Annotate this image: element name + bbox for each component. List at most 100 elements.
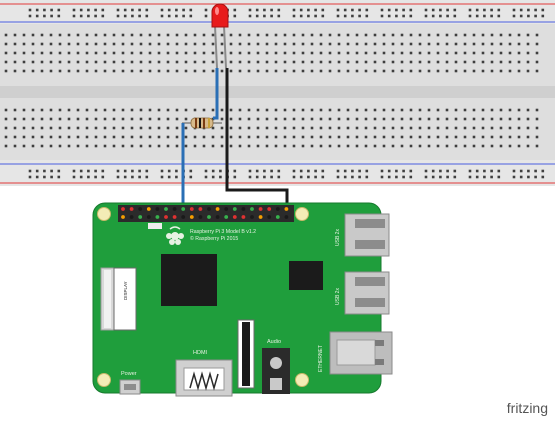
gpio-pin [164,215,168,219]
breadboard-hole [182,8,185,12]
breadboard-hole [439,175,442,179]
breadboard-hole [427,135,431,139]
breadboard-hole [148,51,152,55]
breadboard-hole [238,126,242,130]
breadboard-hole [94,14,97,18]
gpio-pin [250,207,254,211]
breadboard-hole [436,117,440,121]
breadboard-hole [508,117,512,121]
breadboard-hole [400,33,404,37]
breadboard-hole [28,169,32,173]
breadboard-hole [481,33,485,37]
breadboard-hole [373,69,377,73]
breadboard-hole [481,126,485,130]
breadboard-hole [445,33,449,37]
breadboard-hole [541,8,545,12]
breadboard-hole [310,42,314,46]
breadboard-hole [292,69,296,73]
breadboard-hole [373,42,377,46]
breadboard-hole [94,175,97,179]
breadboard-hole [101,8,105,12]
breadboard-hole [508,108,512,112]
breadboard-hole [299,169,303,173]
breadboard-hole [409,14,413,18]
breadboard-hole [427,60,431,64]
breadboard-hole [175,117,179,121]
breadboard-hole [475,169,479,173]
breadboard-hole [31,51,35,55]
gpio-pin [198,207,203,211]
breadboard-hole [409,69,413,73]
led-highlight [215,7,219,15]
breadboard-hole [468,8,472,12]
breadboard-hole [534,14,537,18]
breadboard-hole [277,14,281,18]
breadboard-hole [382,144,386,148]
breadboard-hole [427,33,431,37]
gpio-pin [198,215,203,219]
breadboard-hole [490,135,494,139]
breadboard-hole [28,175,32,179]
breadboard-hole [28,14,32,18]
breadboard-hole [321,175,325,179]
breadboard-hole [256,69,260,73]
breadboard-hole [454,51,458,55]
breadboard-hole [277,169,281,173]
breadboard-hole [13,51,17,55]
breadboard-hole [454,135,458,139]
breadboard-hole [481,69,485,73]
breadboard-hole [145,8,149,12]
breadboard-hole [94,33,98,37]
gpio-pin [224,207,229,211]
breadboard-hole [166,51,170,55]
breadboard-hole [373,51,377,55]
breadboard-hole [445,69,449,73]
breadboard-hole [409,126,413,130]
breadboard-hole [526,117,530,121]
breadboard-hole [40,60,44,64]
breadboard-hole [49,126,53,130]
breadboard-hole [346,69,350,73]
breadboard-hole [4,126,8,130]
breadboard-hole [40,144,44,148]
breadboard-hole [364,60,368,64]
breadboard-hole [472,42,476,46]
gpio-pin [181,207,186,211]
breadboard-hole [121,117,125,121]
breadboard-hole [319,42,323,46]
breadboard-hole [256,135,260,139]
breadboard-hole [283,60,287,64]
breadboard-hole [373,33,377,37]
breadboard-hole [299,175,303,179]
breadboard-hole [526,69,530,73]
breadboard-hole [283,144,287,148]
breadboard-hole [85,42,89,46]
breadboard-hole [238,42,242,46]
breadboard-hole [319,51,323,55]
breadboard-hole [211,169,215,173]
gpio-pin [275,207,280,211]
breadboard-hole [175,175,178,179]
breadboard-hole [468,169,472,173]
breadboard-hole [517,135,521,139]
gpio-pin [189,215,194,219]
breadboard-hole [256,126,260,130]
breadboard-hole [130,60,134,64]
breadboard-hole [247,69,251,73]
breadboard-hole [256,60,260,64]
breadboard-hole [321,14,325,18]
breadboard-hole [463,33,467,37]
breadboard-hole [167,169,171,173]
breadboard-hole [436,144,440,148]
breadboard-hole [346,51,350,55]
breadboard-hole [220,144,224,148]
breadboard-hole [130,117,134,121]
breadboard-hole [541,14,545,18]
breadboard-hole [175,60,179,64]
breadboard-hole [131,8,134,12]
breadboard-hole [274,117,278,121]
breadboard-hole [112,135,116,139]
breadboard-hole [22,144,26,148]
breadboard-hole [40,135,44,139]
breadboard-hole [395,8,398,12]
